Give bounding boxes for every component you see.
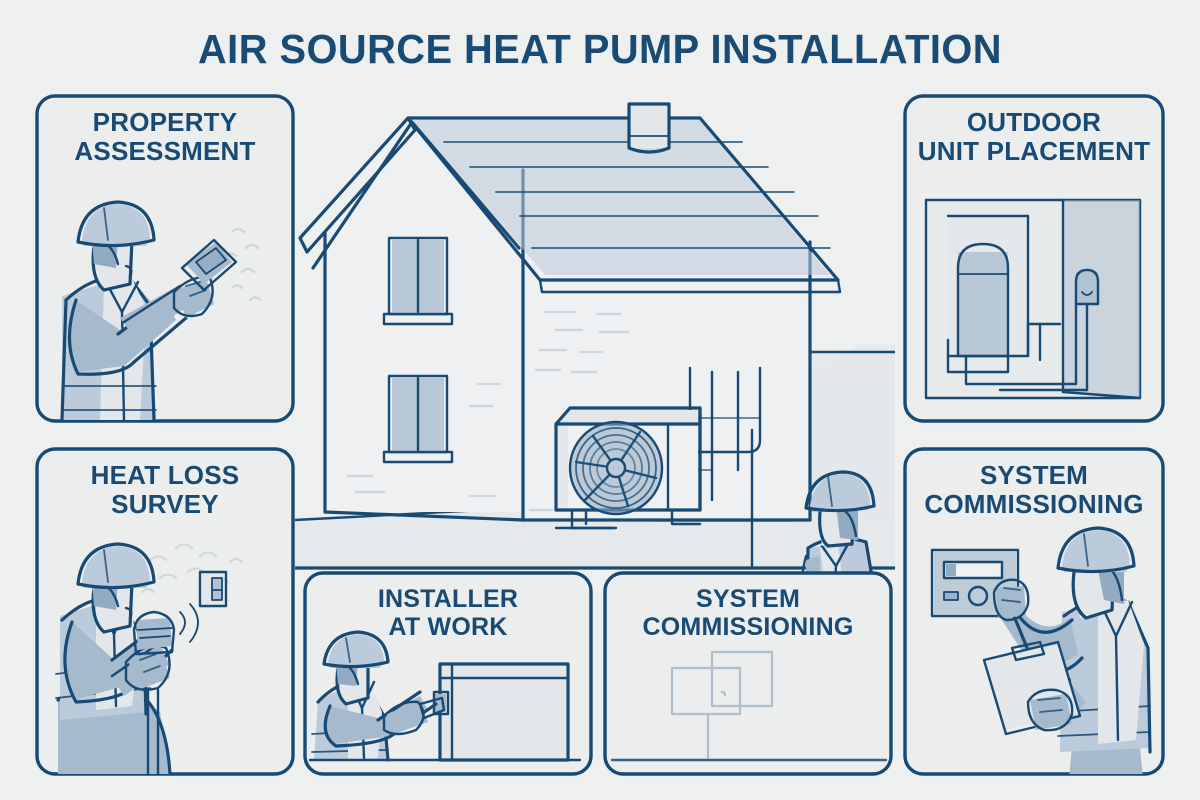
- illustration-outdoor-unit-placement: [924, 198, 1142, 400]
- center-house-scene: [295, 102, 895, 570]
- illustration-installer-at-work: [308, 630, 582, 762]
- illustration-system-commissioning-right: [930, 526, 1152, 774]
- illustration-system-commissioning-center: [610, 650, 888, 762]
- panel-frame-system-commissioning-center: [603, 571, 893, 776]
- illustration-property-assessment: [60, 200, 262, 421]
- page-title: AIR SOURCE HEAT PUMP INSTALLATION: [197, 26, 1003, 72]
- illustration-heat-loss-survey: [55, 542, 244, 774]
